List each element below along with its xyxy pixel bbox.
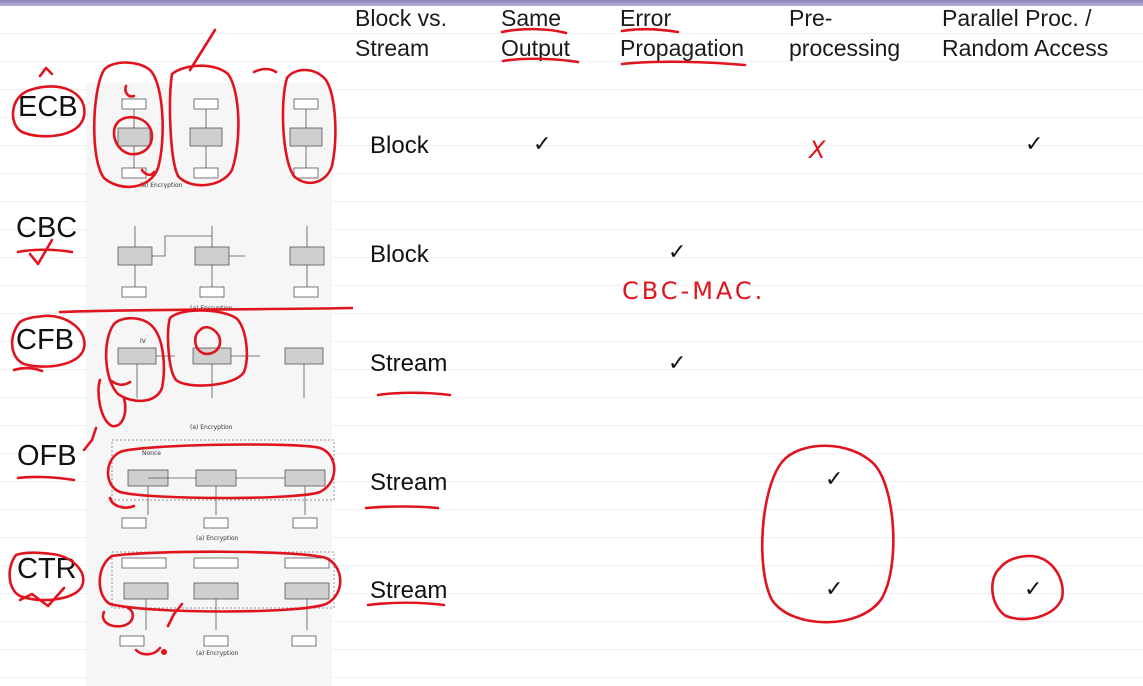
type-ecb: Block [370, 132, 429, 159]
header-line: Propagation [620, 35, 745, 61]
mode-label-ofb: OFB [17, 440, 77, 472]
header-preprocessing: Pre- processing [789, 3, 900, 63]
check-mark-icon: ✓ [668, 350, 687, 375]
check-mark-icon: ✓ [1025, 131, 1044, 156]
check-mark-icon: ✓ [825, 576, 844, 601]
header-error-propagation: Error Propagation [620, 3, 744, 63]
diagram-label-nonce: Nonce [142, 450, 161, 457]
diagram-boxes [117, 127, 330, 600]
diagram-caption-ctr: (a) Encryption [196, 650, 239, 657]
type-ctr: Stream [370, 577, 448, 604]
header-line: Pre- [789, 5, 833, 31]
header-line: processing [789, 35, 901, 61]
type-cfb: Stream [370, 350, 448, 377]
red-ink-strokes [8, 27, 1064, 656]
check-mark-icon: ✓ [1024, 576, 1043, 601]
top-band [0, 0, 1143, 6]
header-line: Random Access [942, 35, 1109, 61]
diagram-label-iv: IV [140, 338, 146, 345]
type-cbc: Block [370, 241, 429, 268]
diagram-caption-ecb: (a) Encryption [140, 182, 183, 189]
diagram-caption-cfb: (a) Encryption [190, 424, 233, 431]
check-mark-icon: ✓ [533, 131, 552, 156]
check-mark-icon: ✓ [825, 466, 844, 491]
header-line: Output [501, 35, 571, 61]
handwritten-cbc-mac: CBC-MAC. [622, 277, 766, 305]
ink-dot [161, 649, 167, 655]
header-block-vs-stream: Block vs. Stream [355, 3, 447, 63]
header-same-output: Same Output [501, 3, 570, 63]
handwritten-cross-mark: X [809, 136, 826, 164]
diagram-io-boxes [119, 98, 330, 647]
header-line: Block vs. [355, 5, 448, 31]
diagram-caption-ofb: (a) Encryption [196, 535, 239, 542]
check-mark-icon: ✓ [668, 239, 687, 264]
header-parallel-random-access: Parallel Proc. / Random Access [942, 3, 1108, 63]
mode-label-cbc: CBC [16, 212, 78, 244]
header-line: Error [620, 5, 672, 31]
mode-label-ecb: ECB [18, 91, 78, 123]
header-line: Parallel Proc. / [942, 5, 1092, 31]
header-line: Stream [355, 35, 430, 61]
header-line: Same [501, 5, 562, 31]
mode-label-cfb: CFB [16, 324, 74, 356]
type-ofb: Stream [370, 469, 448, 496]
